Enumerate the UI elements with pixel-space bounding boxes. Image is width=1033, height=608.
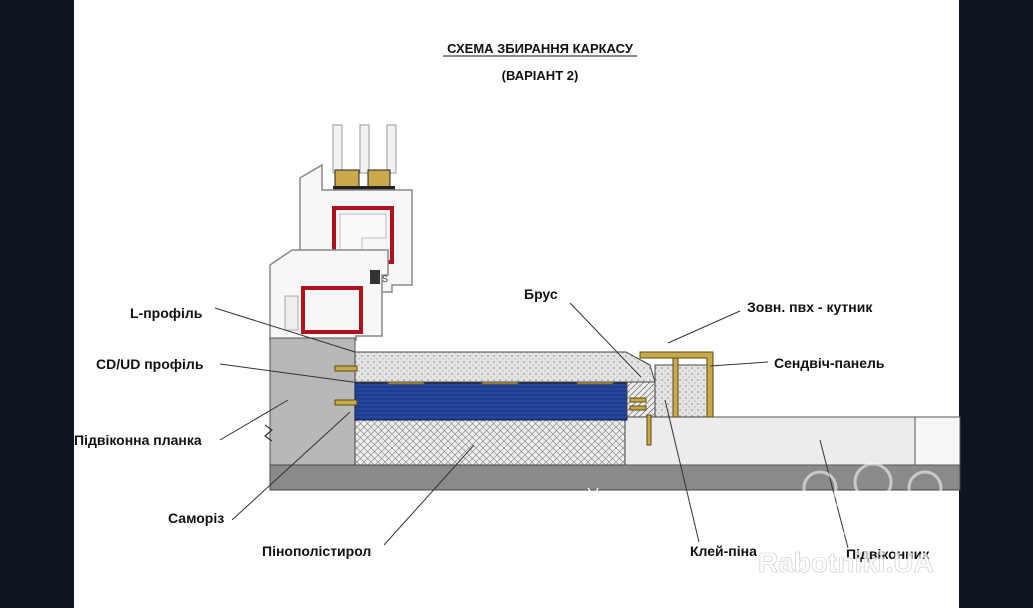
- window-profile: S: [269, 124, 413, 341]
- label-screw: Саморіз: [168, 510, 224, 526]
- sandwich-panel-strip: [354, 351, 656, 383]
- label-glue-foam: Клей-піна: [690, 543, 757, 559]
- screws: [334, 365, 652, 446]
- windowsill-board: [624, 416, 961, 466]
- label-sill-strip: Підвіконна планка: [74, 432, 202, 448]
- label-l-profile: L-профіль: [130, 305, 203, 321]
- pvc-corner: [639, 351, 714, 418]
- wall-break: [264, 424, 273, 442]
- floor-slab: [269, 464, 961, 491]
- label-windowsill: Підвіконник: [846, 546, 930, 562]
- label-cd-ud-profile: CD/UD профіль: [96, 356, 204, 372]
- sandwich-panel-end: [654, 364, 711, 418]
- diagram-title: СХЕМА ЗБИРАННЯ КАРКАСУ: [447, 41, 634, 56]
- diagram-subtitle: (ВАРІАНТ 2): [502, 68, 579, 83]
- polystyrene-block: [354, 419, 626, 466]
- label-beam: Брус: [524, 286, 558, 302]
- diagram-sheet: [74, 0, 959, 608]
- label-polystyrene: Пінополістирол: [262, 543, 371, 559]
- watermark-logo: [798, 462, 952, 535]
- slab-break: [587, 487, 599, 498]
- watermark-text: Rabotniki.UA: [758, 547, 934, 578]
- svg-text:S: S: [382, 274, 388, 284]
- label-pvc-corner: Зовн. пвх - кутник: [747, 299, 873, 315]
- cd-ud-profile-block: [354, 381, 628, 421]
- label-sandwich-panel: Сендвіч-панель: [774, 355, 885, 371]
